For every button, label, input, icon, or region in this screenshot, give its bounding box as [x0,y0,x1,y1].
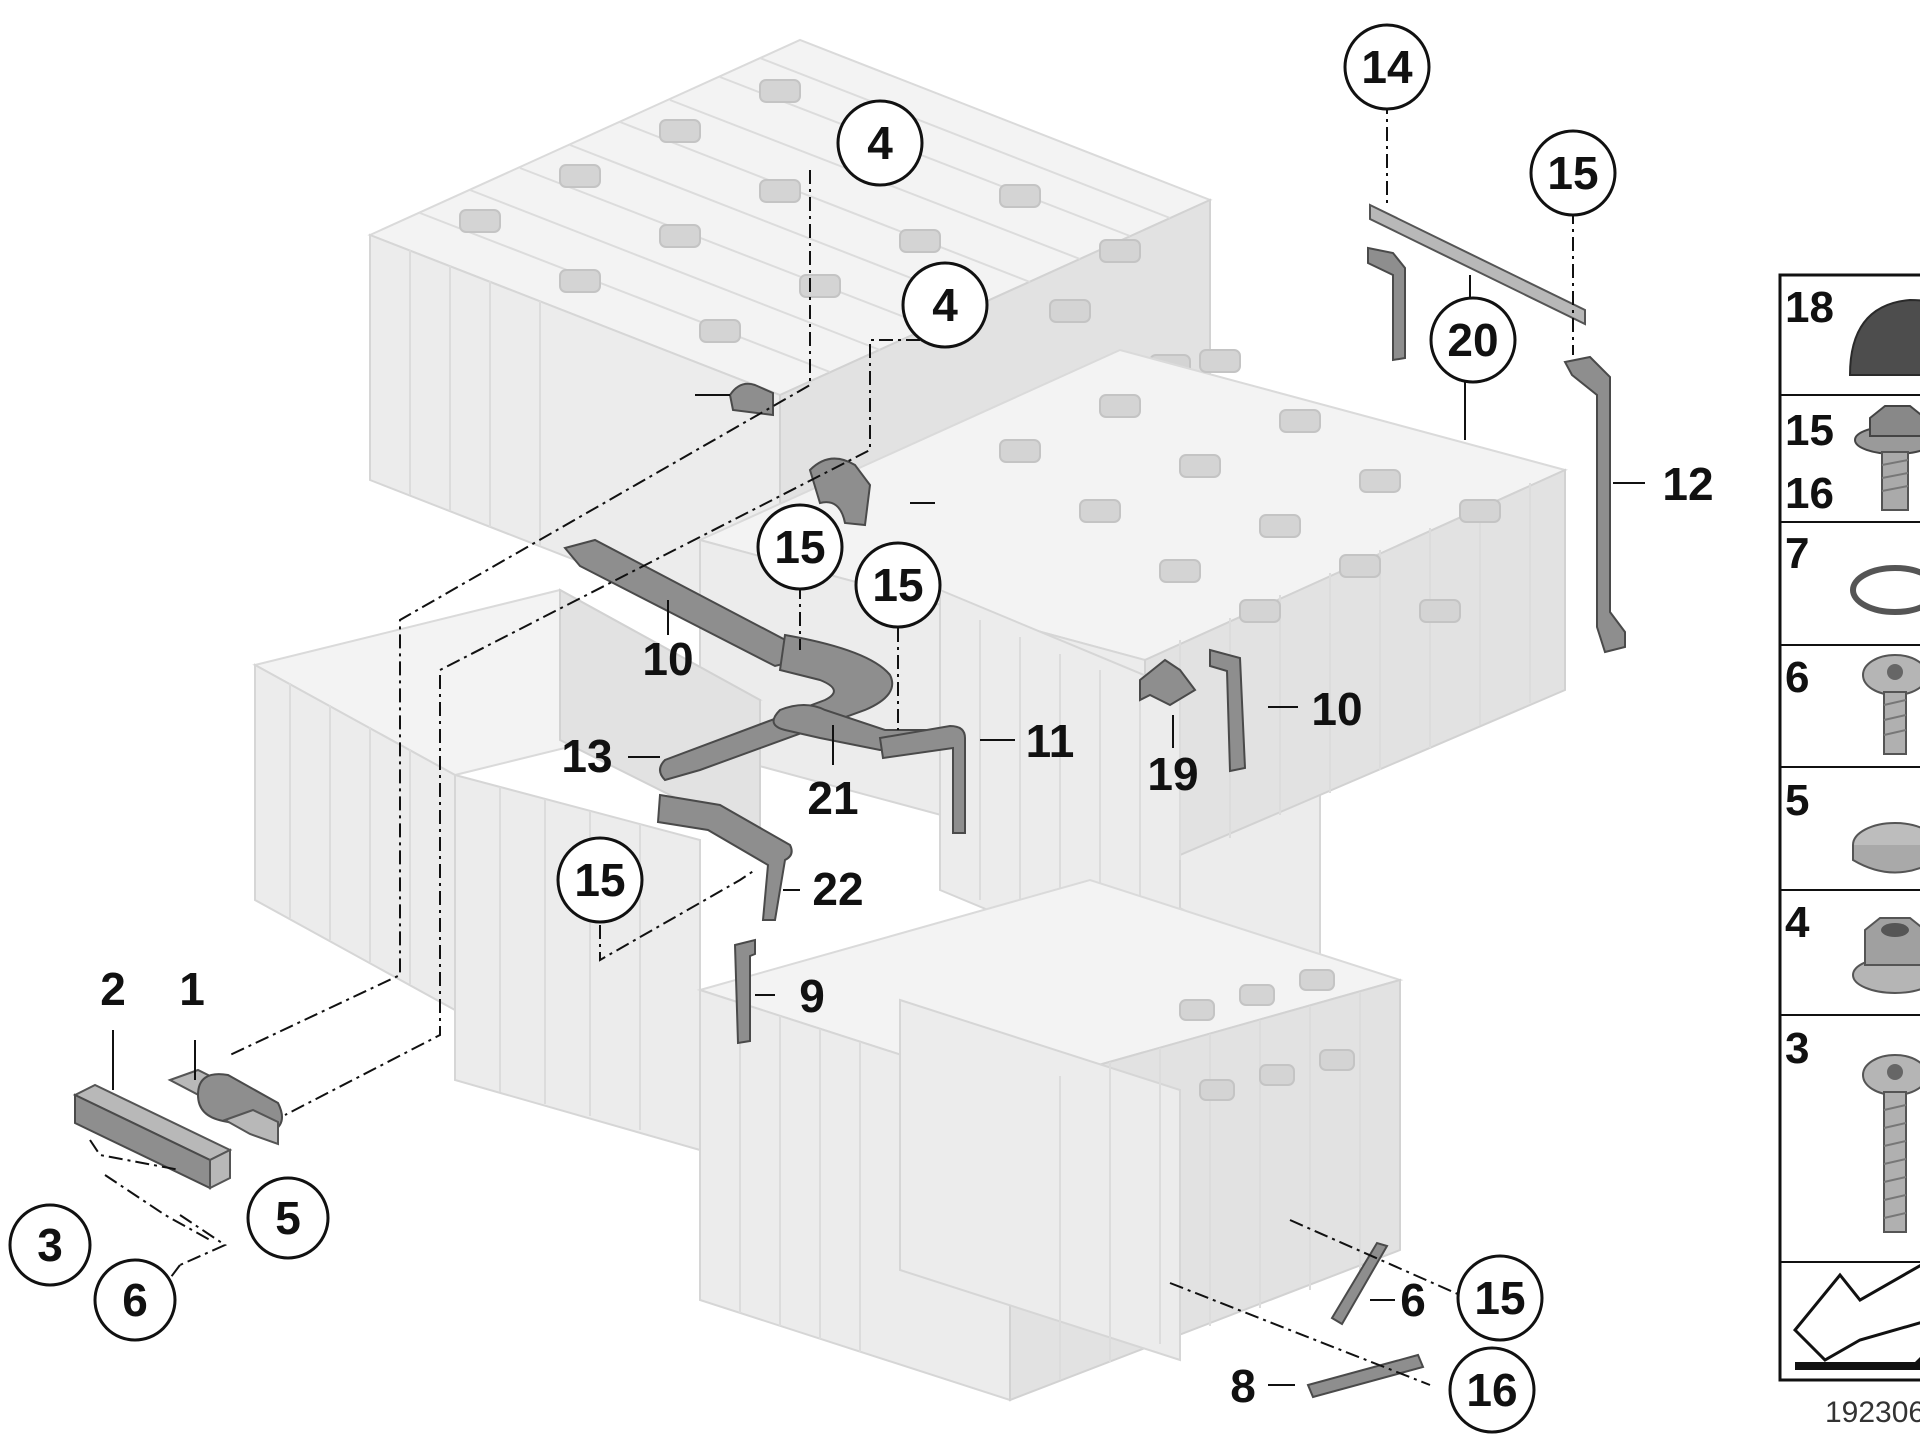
legend-row-7-label: 7 [1785,529,1809,578]
callout-12: 11 [1026,715,1075,767]
callout-15-mid-left-label: 15 [774,521,825,573]
cell-row-front [696,878,1404,1402]
legend-table: 18 15 16 7 6 [1778,273,1920,1429]
direction-arrow-icon [1792,1263,1920,1370]
o-ring-icon [1850,565,1920,615]
cap-dome-icon [1848,298,1920,376]
bracket-part-10-upper [1209,648,1247,773]
bracket-parts [72,203,1626,1399]
callout-15-top-right-label: 15 [1547,147,1598,199]
callout-15-mid-left: 15 [756,503,844,591]
legend-row-18: 18 [1785,283,1920,376]
legend-row-4-label: 4 [1785,898,1810,947]
callout-2: 2 [100,963,126,1015]
clip-part-21 [808,457,872,527]
callout-10-upper: 10 [1311,683,1362,735]
callout-15-mid-right: 15 [854,541,942,629]
legend-row-5: 5 [1785,776,1920,874]
legend-row-5-label: 5 [1785,776,1809,825]
callout-1: 1 [179,963,205,1015]
callout-15-mid-right-label: 15 [872,559,923,611]
callout-13: 12 [1662,458,1713,510]
bracket-part-17 [1139,658,1197,707]
figure-reference-number: 1923068 [1825,1396,1920,1429]
callout-1-label: 1 [179,963,205,1015]
callout-15-low-label: 15 [574,854,625,906]
callout-6: 6 [93,1258,177,1342]
legend-row-direction [1792,1263,1920,1370]
callout-14: 13 [561,730,612,782]
callout-11: 10 [642,633,693,685]
leader-lines [89,100,1645,1386]
busbar-part-2 [72,1083,233,1190]
bracket-part-20 [656,793,793,921]
callout-labels: 1 2 6 8 9 10 10 11 12 13 19 [8,23,1714,1434]
callout-12-label: 11 [1026,715,1075,767]
legend-row-7: 7 [1785,529,1920,615]
callout-10-lower: 9 [799,970,825,1022]
callout-8: 6 [1400,1274,1426,1326]
battery-module-stack [252,38,1568,1402]
clip-part-22 [728,382,774,417]
callout-3: 3 [8,1203,92,1287]
legend-row-6-label: 6 [1785,653,1809,702]
callout-16-upper: 15 [1456,1254,1544,1342]
short-torx-screw-icon [1862,654,1920,755]
legend-row-15-16: 15 16 [1785,405,1920,518]
callout-4-lower: 4 [901,261,989,349]
callout-20: 22 [812,863,863,915]
bracket-part-12 [878,724,966,834]
callout-19: 21 [807,772,858,824]
callout-15-top-right: 15 [1529,129,1617,217]
callout-5-label: 5 [275,1192,301,1244]
callout-18: 20 [1429,296,1517,384]
round-cap-icon [1852,822,1920,874]
callout-10-upper-label: 10 [1311,683,1362,735]
callout-17: 19 [1147,748,1198,800]
legend-row-6: 6 [1785,653,1920,755]
flange-hex-nut-icon [1852,917,1920,994]
callout-18-label: 20 [1447,314,1498,366]
callout-20-label: 22 [812,863,863,915]
callout-4-lower-label: 4 [932,279,958,331]
callout-16-upper-label: 15 [1474,1272,1525,1324]
strap-part-18 [1369,203,1586,326]
bracket-part-13 [1563,355,1626,654]
callout-15-low: 15 [556,836,644,924]
legend-row-18-label: 18 [1785,283,1834,332]
callout-19-label: 21 [807,772,858,824]
callout-13-label: 12 [1662,458,1713,510]
callout-8-label: 6 [1400,1274,1426,1326]
legend-row-15-label: 15 [1785,406,1834,455]
callout-15-top-left-label: 14 [1361,41,1413,93]
callout-9-label: 8 [1230,1360,1256,1412]
bracket-part-10-lower [733,938,756,1045]
callout-4-upper: 4 [836,99,924,187]
callout-16-lower: 16 [1448,1346,1536,1434]
bracket-part-14 [659,633,894,782]
bracket-part-18-left [1367,246,1406,362]
fuse-part-1 [167,1068,283,1146]
legend-row-16-label: 16 [1785,469,1834,518]
callout-10-lower-label: 9 [799,970,825,1022]
callout-14-label: 13 [561,730,612,782]
legend-row-3-label: 3 [1785,1024,1809,1073]
callout-9: 8 [1230,1360,1256,1412]
callout-16-lower-label: 16 [1466,1364,1517,1416]
callout-5: 5 [246,1176,330,1260]
callout-11-label: 10 [642,633,693,685]
long-torx-screw-icon [1862,1054,1920,1233]
plate-part-8 [1330,1241,1389,1326]
flange-hex-bolt-icon [1854,405,1920,511]
callout-17-label: 19 [1147,748,1198,800]
callout-6-label: 6 [122,1274,148,1326]
callout-15-top-left: 14 [1343,23,1431,111]
callout-2-label: 2 [100,963,126,1015]
legend-row-3: 3 [1785,1024,1920,1233]
callout-3-label: 3 [37,1219,63,1271]
legend-row-4: 4 [1785,898,1920,994]
callout-4-upper-label: 4 [867,117,893,169]
